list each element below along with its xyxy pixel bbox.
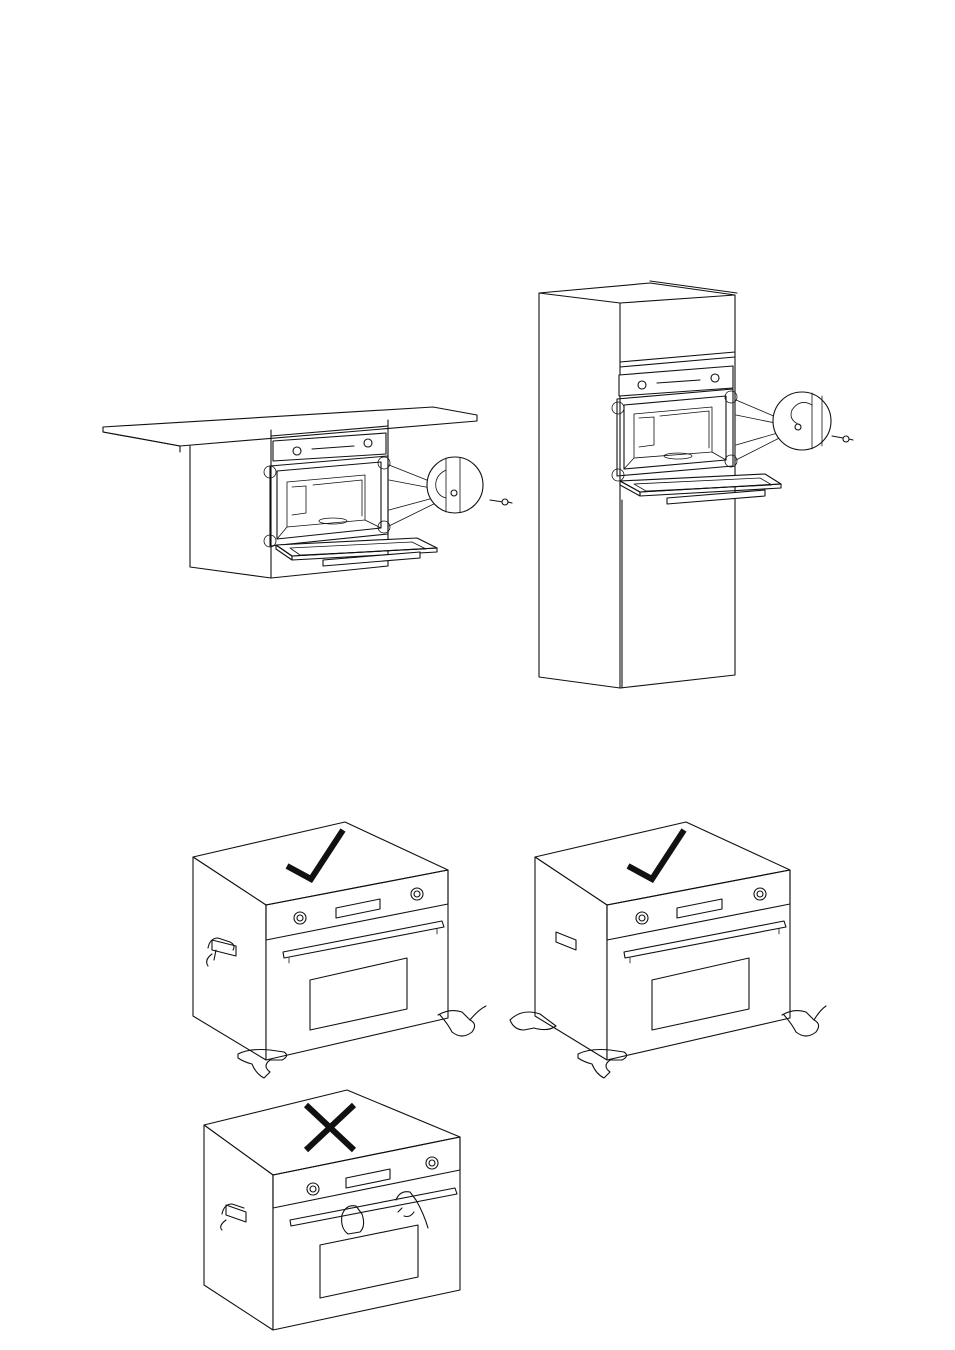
under-counter-drawing: [95, 395, 525, 590]
carry-correct-2-drawing: [505, 815, 835, 1085]
carry-correct-1-drawing: [185, 815, 495, 1085]
figure-carry-correct-1: [185, 815, 495, 1085]
figure-carry-correct-2: [505, 815, 835, 1085]
figure-carry-incorrect: [195, 1085, 475, 1335]
figure-under-counter-installation: [95, 395, 525, 590]
column-oven-control-panel: [619, 366, 733, 396]
carry-incorrect-drawing: [195, 1085, 475, 1335]
column-top: [539, 283, 735, 303]
figure-tall-column-installation: [525, 275, 865, 695]
tall-column-drawing: [525, 275, 865, 695]
